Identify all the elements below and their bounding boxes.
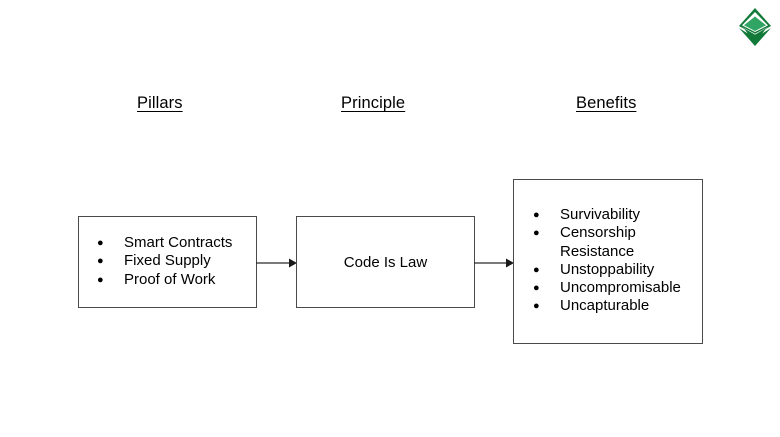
arrow-pillars-to-principle-icon <box>256 256 297 268</box>
list-item-label: Unstoppability <box>560 260 655 278</box>
list-item-label: Survivability <box>560 206 641 223</box>
bullet-icon: ● <box>97 255 104 268</box>
bullet-icon: ● <box>97 273 104 286</box>
bullet-icon: ● <box>533 282 540 295</box>
list-item-label: Smart Contracts <box>124 234 233 251</box>
bullet-icon: ● <box>97 237 104 249</box>
list-item: ● Proof of Work <box>97 271 232 289</box>
bullet-icon: ● <box>533 263 540 276</box>
column-heading-pillars: Pillars <box>137 94 183 112</box>
list-item-label: Resistance <box>560 242 635 260</box>
list-item: ● Survivability <box>533 206 681 224</box>
list-item-label: Proof of Work <box>124 270 216 288</box>
list-item-label: Uncompromisable <box>560 279 681 297</box>
list-item-label: Fixed Supply <box>124 252 211 270</box>
list-item-label: Censorship <box>560 224 636 242</box>
list-item: ● Fixed Supply <box>97 252 232 270</box>
ethereum-classic-logo-icon <box>737 7 773 47</box>
pillars-list: ● Smart Contracts ● Fixed Supply ● Proof… <box>97 234 232 289</box>
column-heading-benefits: Benefits <box>576 94 637 112</box>
principle-box: Code Is Law <box>296 216 475 308</box>
list-item: ● Smart Contracts <box>97 234 232 252</box>
bullet-icon: ● <box>533 300 540 313</box>
pillars-box <box>78 216 257 308</box>
list-item-continuation: ● Resistance <box>533 243 681 261</box>
benefits-box <box>513 179 703 344</box>
list-item: ● Uncapturable <box>533 297 681 315</box>
benefits-list: ● Survivability ● Censorship ● Resistanc… <box>533 206 681 316</box>
arrow-principle-to-benefits-icon <box>474 256 514 268</box>
list-item: ● Unstoppability <box>533 261 681 279</box>
list-item: ● Uncompromisable <box>533 279 681 297</box>
bullet-icon: ● <box>533 227 540 240</box>
column-heading-principle: Principle <box>341 94 406 112</box>
list-item: ● Censorship <box>533 224 681 242</box>
bullet-icon: ● <box>533 209 540 221</box>
list-item-label: Uncapturable <box>560 297 650 315</box>
principle-box-label: Code Is Law <box>343 253 428 271</box>
